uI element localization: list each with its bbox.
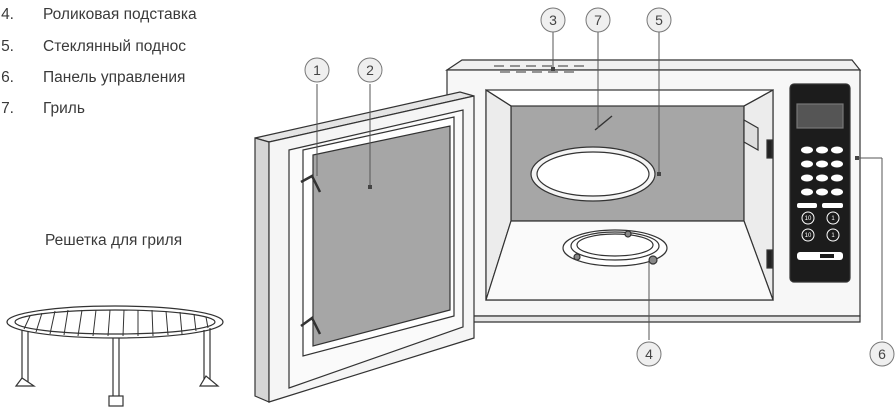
callout-4: 4 — [636, 341, 662, 367]
legend-label: Панель управления — [43, 69, 186, 86]
grill-rack-illustration — [6, 305, 224, 407]
callout-number: 5 — [655, 12, 663, 28]
oven-door — [254, 91, 475, 403]
panel-button-label: 10 — [805, 233, 812, 239]
control-panel: 10 1 10 1 — [789, 83, 851, 283]
callout-2: 2 — [357, 57, 383, 83]
callout-1: 1 — [304, 57, 330, 83]
callout-7: 7 — [585, 7, 611, 33]
panel-button-label: 10 — [805, 216, 812, 222]
legend-number: 5. — [1, 38, 14, 55]
legend-label: Роликовая подставка — [43, 6, 197, 23]
callout-number: 4 — [645, 346, 653, 362]
roller-ring — [562, 229, 668, 267]
legend-label: Гриль — [43, 100, 85, 117]
legend-number: 4. — [1, 6, 14, 23]
callout-number: 6 — [878, 346, 886, 362]
callout-6: 6 — [869, 341, 895, 367]
panel-button-label: 1 — [831, 216, 835, 222]
callout-number: 1 — [313, 62, 321, 78]
legend-number: 7. — [1, 100, 14, 117]
callout-number: 3 — [549, 12, 557, 28]
callout-number: 2 — [366, 62, 374, 78]
callout-3: 3 — [540, 7, 566, 33]
glass-tray — [530, 146, 656, 202]
legend-label: Стеклянный поднос — [43, 38, 187, 55]
legend-number: 6. — [1, 69, 14, 86]
callout-number: 7 — [594, 12, 602, 28]
panel-button-label: 1 — [831, 233, 835, 239]
grill-rack-label: Решетка для гриля — [45, 232, 183, 249]
callout-5: 5 — [646, 7, 672, 33]
